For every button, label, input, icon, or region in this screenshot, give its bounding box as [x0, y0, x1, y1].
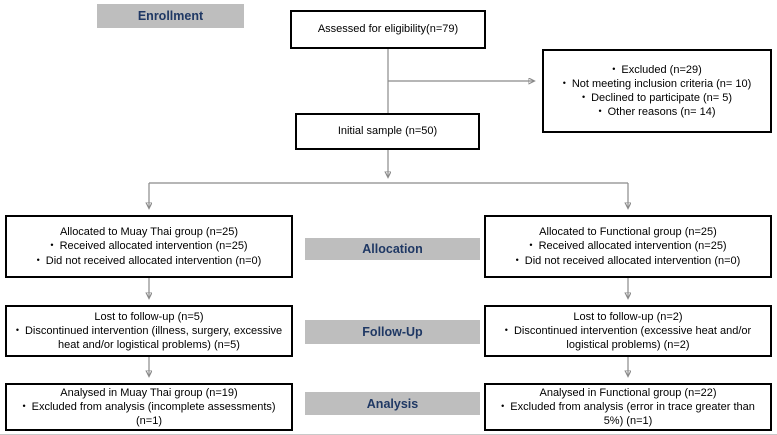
box-line-text: Not meeting inclusion criteria (n= 10) [571, 77, 752, 90]
bullet-icon: • [612, 63, 616, 74]
followup-functional-box: Lost to follow-up (n=2) • Discontinued int… [484, 305, 772, 357]
box-line-text: Lost to follow-up (n=5) [94, 310, 204, 323]
box-line-text: Discontinued intervention (illness, surg… [24, 324, 283, 352]
box-line: • Excluded from analysis (error in trace … [492, 400, 764, 428]
box-line: • Excluded from analysis (incomplete asse… [13, 400, 285, 428]
box-line-text: Excluded from analysis (incomplete asses… [31, 400, 276, 428]
stage-label-analysis: Analysis [305, 392, 480, 415]
box-line-text: Declined to participate (n= 5) [591, 92, 733, 104]
box-line-text: Analysed in Functional group (n=22) [539, 386, 717, 399]
box-line: • Other reasons (n= 14) [550, 105, 764, 119]
box-line: • Discontinued intervention (illness, sur… [13, 324, 285, 352]
bullet-icon: • [515, 254, 519, 265]
box-line: • Discontinued intervention (excessive he… [492, 324, 764, 352]
box-line-text: Discontinued intervention (excessive hea… [513, 324, 752, 352]
followup-muay-thai-box: Lost to follow-up (n=5) • Discontinued int… [5, 305, 293, 357]
bullet-icon: • [504, 324, 508, 335]
bullet-icon: • [15, 324, 19, 335]
box-line-text: Lost to follow-up (n=2) [573, 310, 683, 323]
box-line: • Did not received allocated intervention… [13, 254, 285, 268]
box-line-text: Analysed in Muay Thai group (n=19) [60, 386, 238, 399]
box-line: Lost to follow-up (n=2) [492, 310, 764, 324]
box-line-text: Did not received allocated intervention … [45, 254, 262, 267]
bullet-icon: • [22, 400, 26, 411]
bullet-icon: • [501, 400, 505, 411]
box-line-text: Excluded (n=29) [621, 63, 702, 76]
allocation-functional-box: Allocated to Functional group (n=25) • Rec… [484, 215, 772, 278]
box-line: Assessed for eligibility(n=79) [298, 22, 478, 36]
excluded-box: • Excluded (n=29) • Not meeting inclusion c… [542, 49, 772, 133]
bullet-icon: • [562, 77, 566, 88]
box-line-text: Excluded from analysis (error in trace g… [510, 400, 755, 428]
analysis-muay-thai-box: Analysed in Muay Thai group (n=19) • Exclu… [5, 383, 293, 431]
box-line-text: Assessed for eligibility(n=79) [317, 23, 459, 36]
bullet-icon: • [598, 106, 602, 117]
box-line: • Received allocated intervention (n=25) [13, 239, 285, 253]
stage-label-follow-up: Follow-Up [305, 320, 480, 344]
stage-label-enrollment: Enrollment [97, 4, 244, 28]
assessed-eligibility-box: Assessed for eligibility(n=79) [290, 10, 486, 49]
bullet-icon: • [50, 240, 54, 251]
box-line: • Declined to participate (n= 5) [550, 91, 764, 105]
box-line: Initial sample (n=50) [303, 124, 472, 138]
box-line-text: Allocated to Muay Thai group (n=25) [59, 226, 239, 239]
box-line-text: Allocated to Functional group (n=25) [539, 226, 717, 239]
box-line-text: Received allocated intervention (n=25) [538, 240, 727, 253]
allocation-muay-thai-box: Allocated to Muay Thai group (n=25) • Rece… [5, 215, 293, 278]
box-line: Allocated to Functional group (n=25) [492, 225, 764, 239]
box-line: • Excluded (n=29) [550, 63, 764, 77]
initial-sample-box: Initial sample (n=50) [295, 113, 480, 150]
bullet-icon: • [36, 254, 40, 265]
box-line: Analysed in Functional group (n=22) [492, 386, 764, 400]
stage-label-allocation: Allocation [305, 238, 480, 260]
box-line: Lost to follow-up (n=5) [13, 310, 285, 324]
box-line-text: Did not received allocated intervention … [524, 254, 741, 267]
box-line: Allocated to Muay Thai group (n=25) [13, 225, 285, 239]
bullet-icon: • [529, 240, 533, 251]
box-line: • Did not received allocated intervention… [492, 254, 764, 268]
box-line: • Received allocated intervention (n=25) [492, 239, 764, 253]
box-line: • Not meeting inclusion criteria (n= 10) [550, 77, 764, 91]
box-line-text: Initial sample (n=50) [337, 125, 438, 138]
bullet-icon: • [581, 92, 586, 102]
box-line: Analysed in Muay Thai group (n=19) [13, 386, 285, 400]
analysis-functional-box: Analysed in Functional group (n=22) • Excl… [484, 383, 772, 431]
box-line-text: Received allocated intervention (n=25) [59, 240, 248, 253]
box-line-text: Other reasons (n= 14) [607, 106, 716, 119]
